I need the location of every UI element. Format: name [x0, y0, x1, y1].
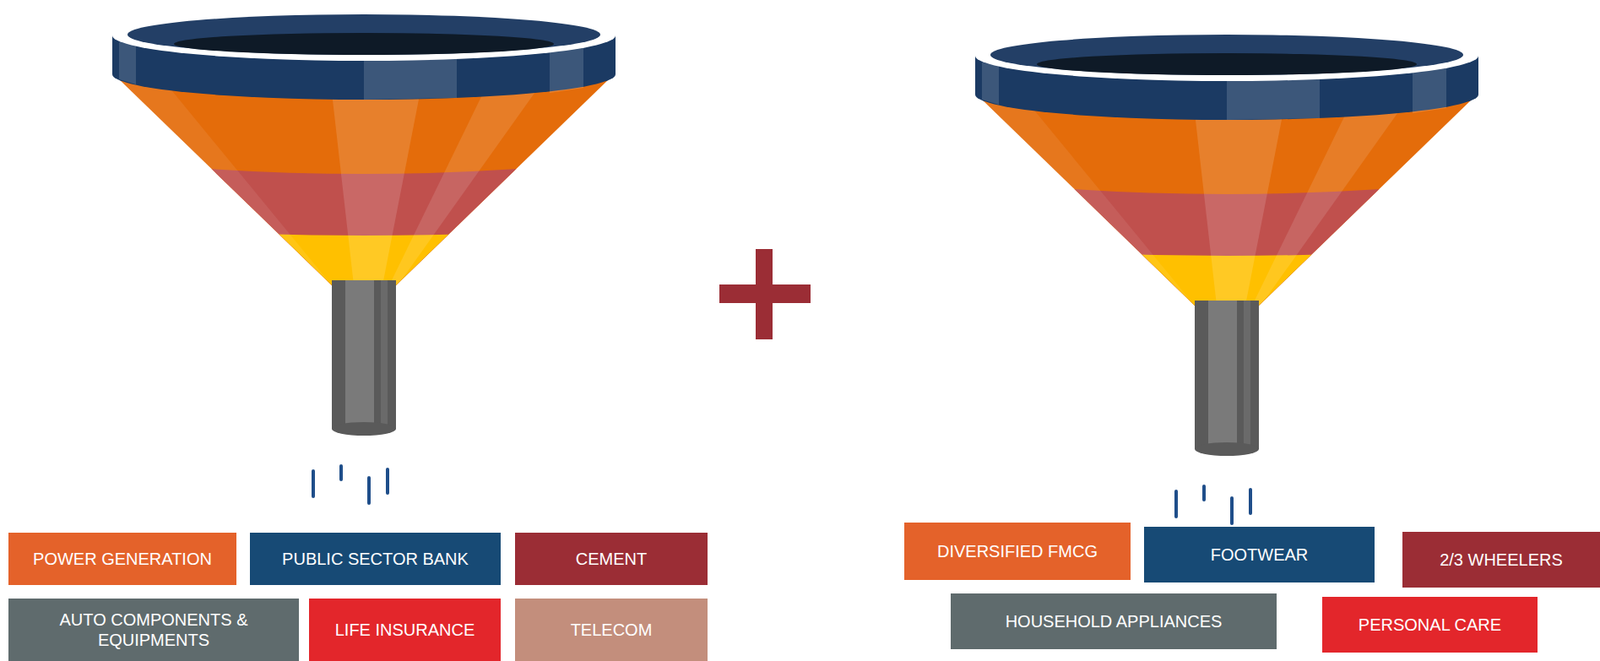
funnel-left	[110, 10, 618, 504]
sector-box: FOOTWEAR	[1144, 526, 1375, 583]
sector-label: CEMENT	[575, 548, 647, 570]
sector-box: TELECOM	[515, 598, 708, 661]
sector-box: PUBLIC SECTOR BANK	[249, 532, 501, 586]
plus-sign	[719, 249, 811, 340]
sector-box: DIVERSIFIED FMCG	[904, 522, 1131, 581]
sector-label: TELECOM	[570, 619, 653, 640]
sector-label: HOUSEHOLD APPLIANCES	[1005, 611, 1223, 632]
sector-box: LIFE INSURANCE	[309, 598, 501, 661]
sector-box: HOUSEHOLD APPLIANCES	[950, 593, 1277, 650]
sector-label: FOOTWEAR	[1210, 544, 1309, 565]
funnel-right	[973, 30, 1481, 524]
sector-box: POWER GENERATION	[8, 532, 237, 586]
sector-label: LIFE INSURANCE	[335, 619, 476, 640]
sector-label: AUTO COMPONENTS & EQUIPMENTS	[50, 609, 257, 651]
sector-box: 2/3 WHEELERS	[1402, 531, 1600, 588]
sector-label: DIVERSIFIED FMCG	[937, 541, 1098, 562]
sector-box: CEMENT	[515, 532, 708, 586]
sector-label: 2/3 WHEELERS	[1439, 549, 1563, 570]
sector-box: AUTO COMPONENTS & EQUIPMENTS	[8, 598, 299, 661]
sector-label: POWER GENERATION	[32, 548, 212, 570]
sector-label: PERSONAL CARE	[1358, 614, 1502, 635]
sector-box: PERSONAL CARE	[1322, 596, 1538, 653]
sector-label: PUBLIC SECTOR BANK	[282, 548, 469, 570]
